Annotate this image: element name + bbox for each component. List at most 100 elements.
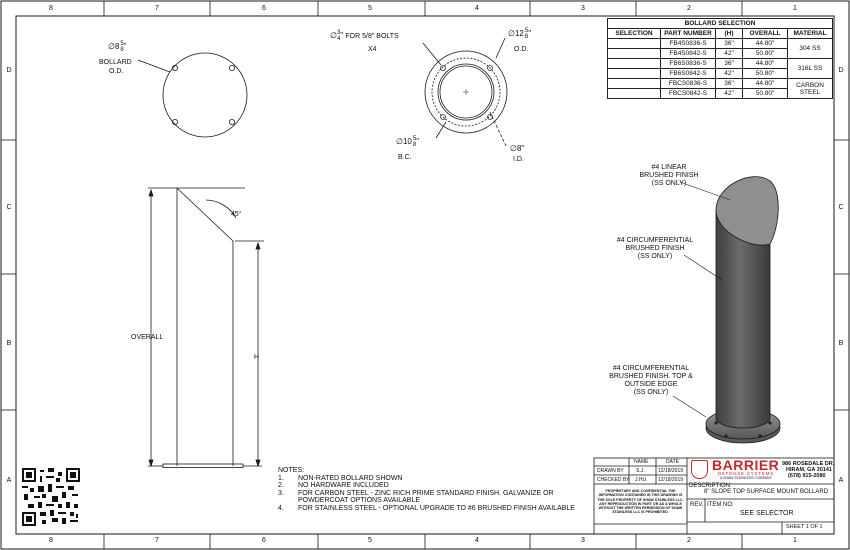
company-address: 986 ROSEDALE DR. [782,461,835,467]
bolt-hole [228,65,235,72]
zone-label-side: A [6,477,12,484]
material-cell: CARBON STEEL [787,78,833,99]
table-header: SELECTION [607,28,661,39]
zone-label-top: 3 [581,5,585,12]
bolt-hole [440,65,446,71]
finish-callout-circumferential: #4 CIRCUMFERENTIAL BRUSHED FINISH (SS ON… [616,237,694,260]
bolt-hole [171,65,178,72]
overall-dimension-label: OVERALL [131,334,164,341]
company-phone: (678) 915-2080 [788,473,826,479]
zone-label-side: C [6,204,12,211]
drawn-date: 12/18/2019 [658,468,684,474]
material-cell: 316L SS [787,58,833,79]
zone-label-side: D [838,67,844,74]
company-city: HIRAM, GA 30141 [786,467,832,473]
item-number-label: ITEM NO: [707,502,734,508]
bolt-hole [487,114,493,120]
checked-by-name: J.HU. [635,477,648,483]
bollard-od-label: O.D. [109,68,124,75]
company-logo: BARRIER [712,457,780,473]
bollard-selection-table: BOLLARD SELECTION SELECTION PART NUMBER … [607,18,833,99]
zone-label-top: 4 [475,5,479,12]
zone-label-top: 6 [262,5,266,12]
bollard-plate-view-small [137,52,248,138]
bolt-quantity: X4 [368,46,377,53]
zone-label-bottom: 6 [262,537,266,544]
bolt-hole [714,421,718,425]
note-item: 2.NO HARDWARE INCLUDED [278,482,389,490]
bollard-od-label: BOLLARD [99,59,132,66]
rev-label: REV. [690,502,704,508]
table-header: MATERIAL [787,28,833,39]
date-header: DATE [666,459,679,465]
bollard-side-view [148,187,264,468]
sheet-number: SHEET 1 OF 1 [786,524,823,530]
zone-label-top: 2 [687,5,691,12]
zone-label-side: B [838,340,844,347]
table-header: PART NUMBER [660,28,716,39]
note-item: 3.FOR CARBON STEEL - ZINC RICH PRIME STA… [278,489,554,505]
zone-label-side: D [6,67,12,74]
zone-label-bottom: 2 [687,537,691,544]
zone-label-side: B [6,340,12,347]
inner-diameter-dimension: ∅8" [510,144,525,153]
finish-callout-top-edge: #4 CIRCUMFERENTIAL BRUSHED FINISH. TOP &… [609,365,693,396]
company-subtitle: DEFENSE SYSTEMS [718,471,775,476]
zone-label-top: 7 [155,5,159,12]
proprietary-statement: PROPRIETARY AND CONFIDENTIAL THE INFORMA… [597,489,684,515]
table-header: (H) [715,28,743,39]
table-title: BOLLARD SELECTION [607,18,833,29]
description-value: 8" SLOPE TOP SURFACE MOUNT BOLLARD [704,489,829,495]
bolt-circle-label: B.C. [398,154,412,161]
zone-label-bottom: 8 [49,537,53,544]
plate-od-label: O.D. [514,46,529,53]
slope-top [715,176,779,246]
bollard-top-view [422,37,508,147]
title-block-frame [593,457,835,535]
drawn-by-label: DRAWN BY [597,468,624,474]
bolt-hole [228,119,235,126]
company-emblem [691,460,708,479]
material-cell: 304 SS [787,38,833,59]
bolt-hole [487,65,493,71]
bollard-body [715,209,771,429]
table-row: FB4S0836-S 36" 44.80" 304 SS [607,38,833,59]
checked-date: 12/18/2019 [658,477,684,483]
note-item: 4.FOR STAINLESS STEEL - OPTIONAL UPGRADE… [278,504,575,512]
table-row: FB6S0836-S 36" 44.80" 316L SS [607,58,833,79]
finish-callout-linear: #4 LINEAR BRUSHED FINISH (SS ONLY) [639,164,699,187]
description-label: DESCRIPTION: [689,483,732,489]
zone-label-side: C [838,204,844,211]
note-item: 1.NON-RATED BOLLARD SHOWN [278,474,403,482]
qr-code [22,468,80,526]
inner-diameter-label: I.D. [513,156,524,163]
zone-label-top: 5 [368,5,372,12]
zone-label-bottom: 4 [475,537,479,544]
item-number-value: SEE SELECTOR [740,510,794,517]
bolt-hole [724,434,728,438]
bolt-hole [758,434,762,438]
bolt-hole [768,421,772,425]
table-row: FBCS0842-S 42" 50.80" [607,88,833,99]
zone-label-bottom: 5 [368,537,372,544]
zone-label-side: A [838,477,844,484]
notes-title: NOTES: [278,467,305,474]
slope-angle-label: 45° [231,211,242,218]
zone-label-bottom: 7 [155,537,159,544]
zone-label-top: 8 [49,5,53,12]
company-tagline: A SHAW STAINLESS COMPANY [720,476,772,480]
name-header: NAME [634,459,649,465]
bolt-hole [171,119,178,126]
drawn-by-name: S.J. [636,468,645,474]
zone-label-top: 1 [793,5,797,12]
table-row: FBCS0836-S 36" 44.80" CARBON STEEL [607,78,833,99]
zone-label-bottom: 1 [793,537,797,544]
h-dimension-label: H [254,354,260,361]
bolt-hole [440,114,446,120]
